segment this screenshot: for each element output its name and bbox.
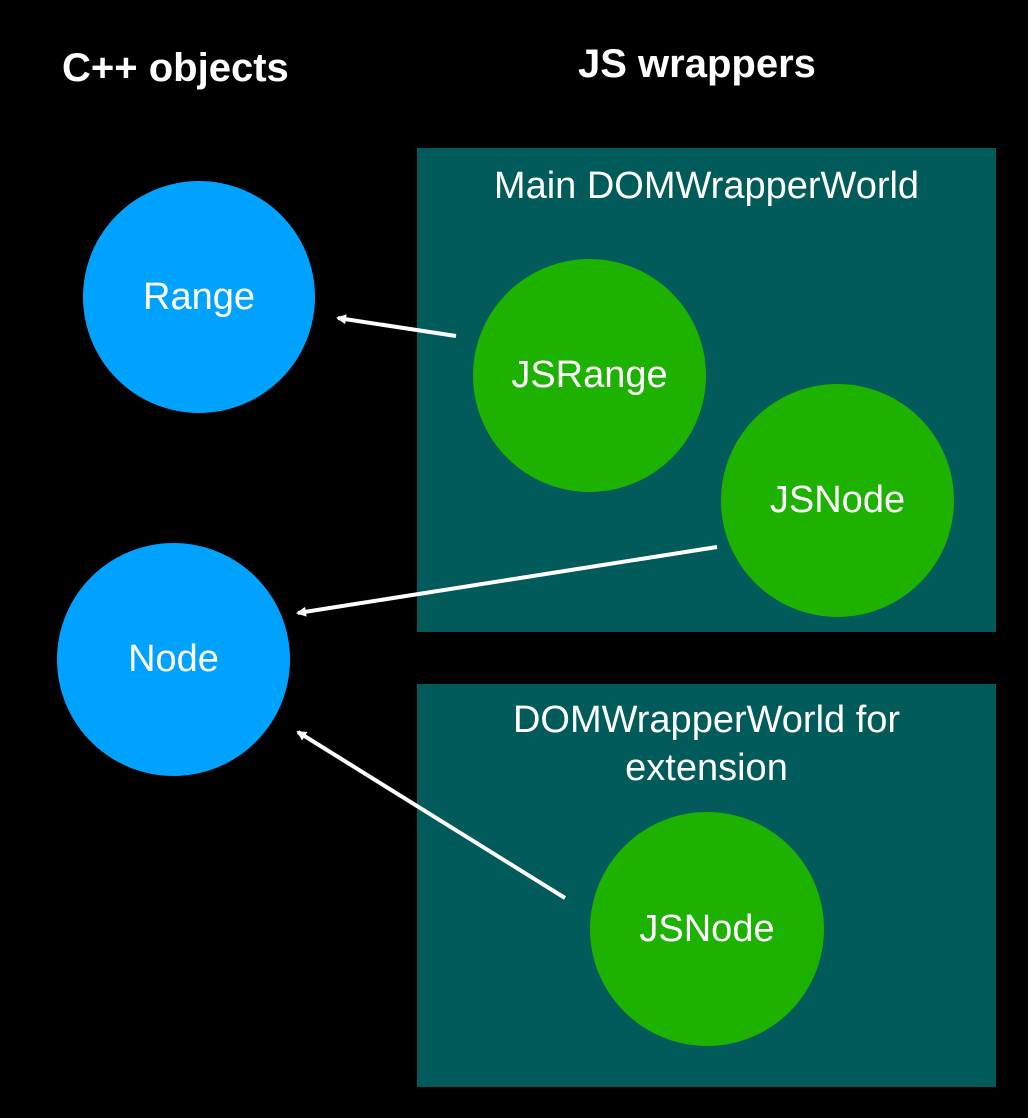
js-wrappers-heading: JS wrappers: [578, 42, 816, 86]
jsrange-wrapper-label: JSRange: [511, 354, 668, 396]
jsnode-extension-wrapper-circle: JSNode: [590, 812, 824, 1046]
cpp-objects-heading: C++ objects: [62, 46, 289, 90]
jsnode-main-wrapper-circle: JSNode: [721, 384, 954, 617]
range-object-circle: Range: [83, 181, 315, 413]
jsnode-extension-wrapper-label: JSNode: [639, 907, 775, 950]
jsrange-wrapper-circle: JSRange: [473, 259, 706, 492]
extension-wrapper-world-title: DOMWrapperWorld for extension: [512, 699, 901, 789]
main-wrapper-world-title: Main DOMWrapperWorld: [493, 165, 920, 207]
jsnode-main-wrapper-label: JSNode: [769, 479, 906, 521]
node-object-circle: Node: [57, 543, 290, 776]
node-object-label: Node: [128, 638, 219, 680]
range-object-label: Range: [143, 275, 255, 318]
